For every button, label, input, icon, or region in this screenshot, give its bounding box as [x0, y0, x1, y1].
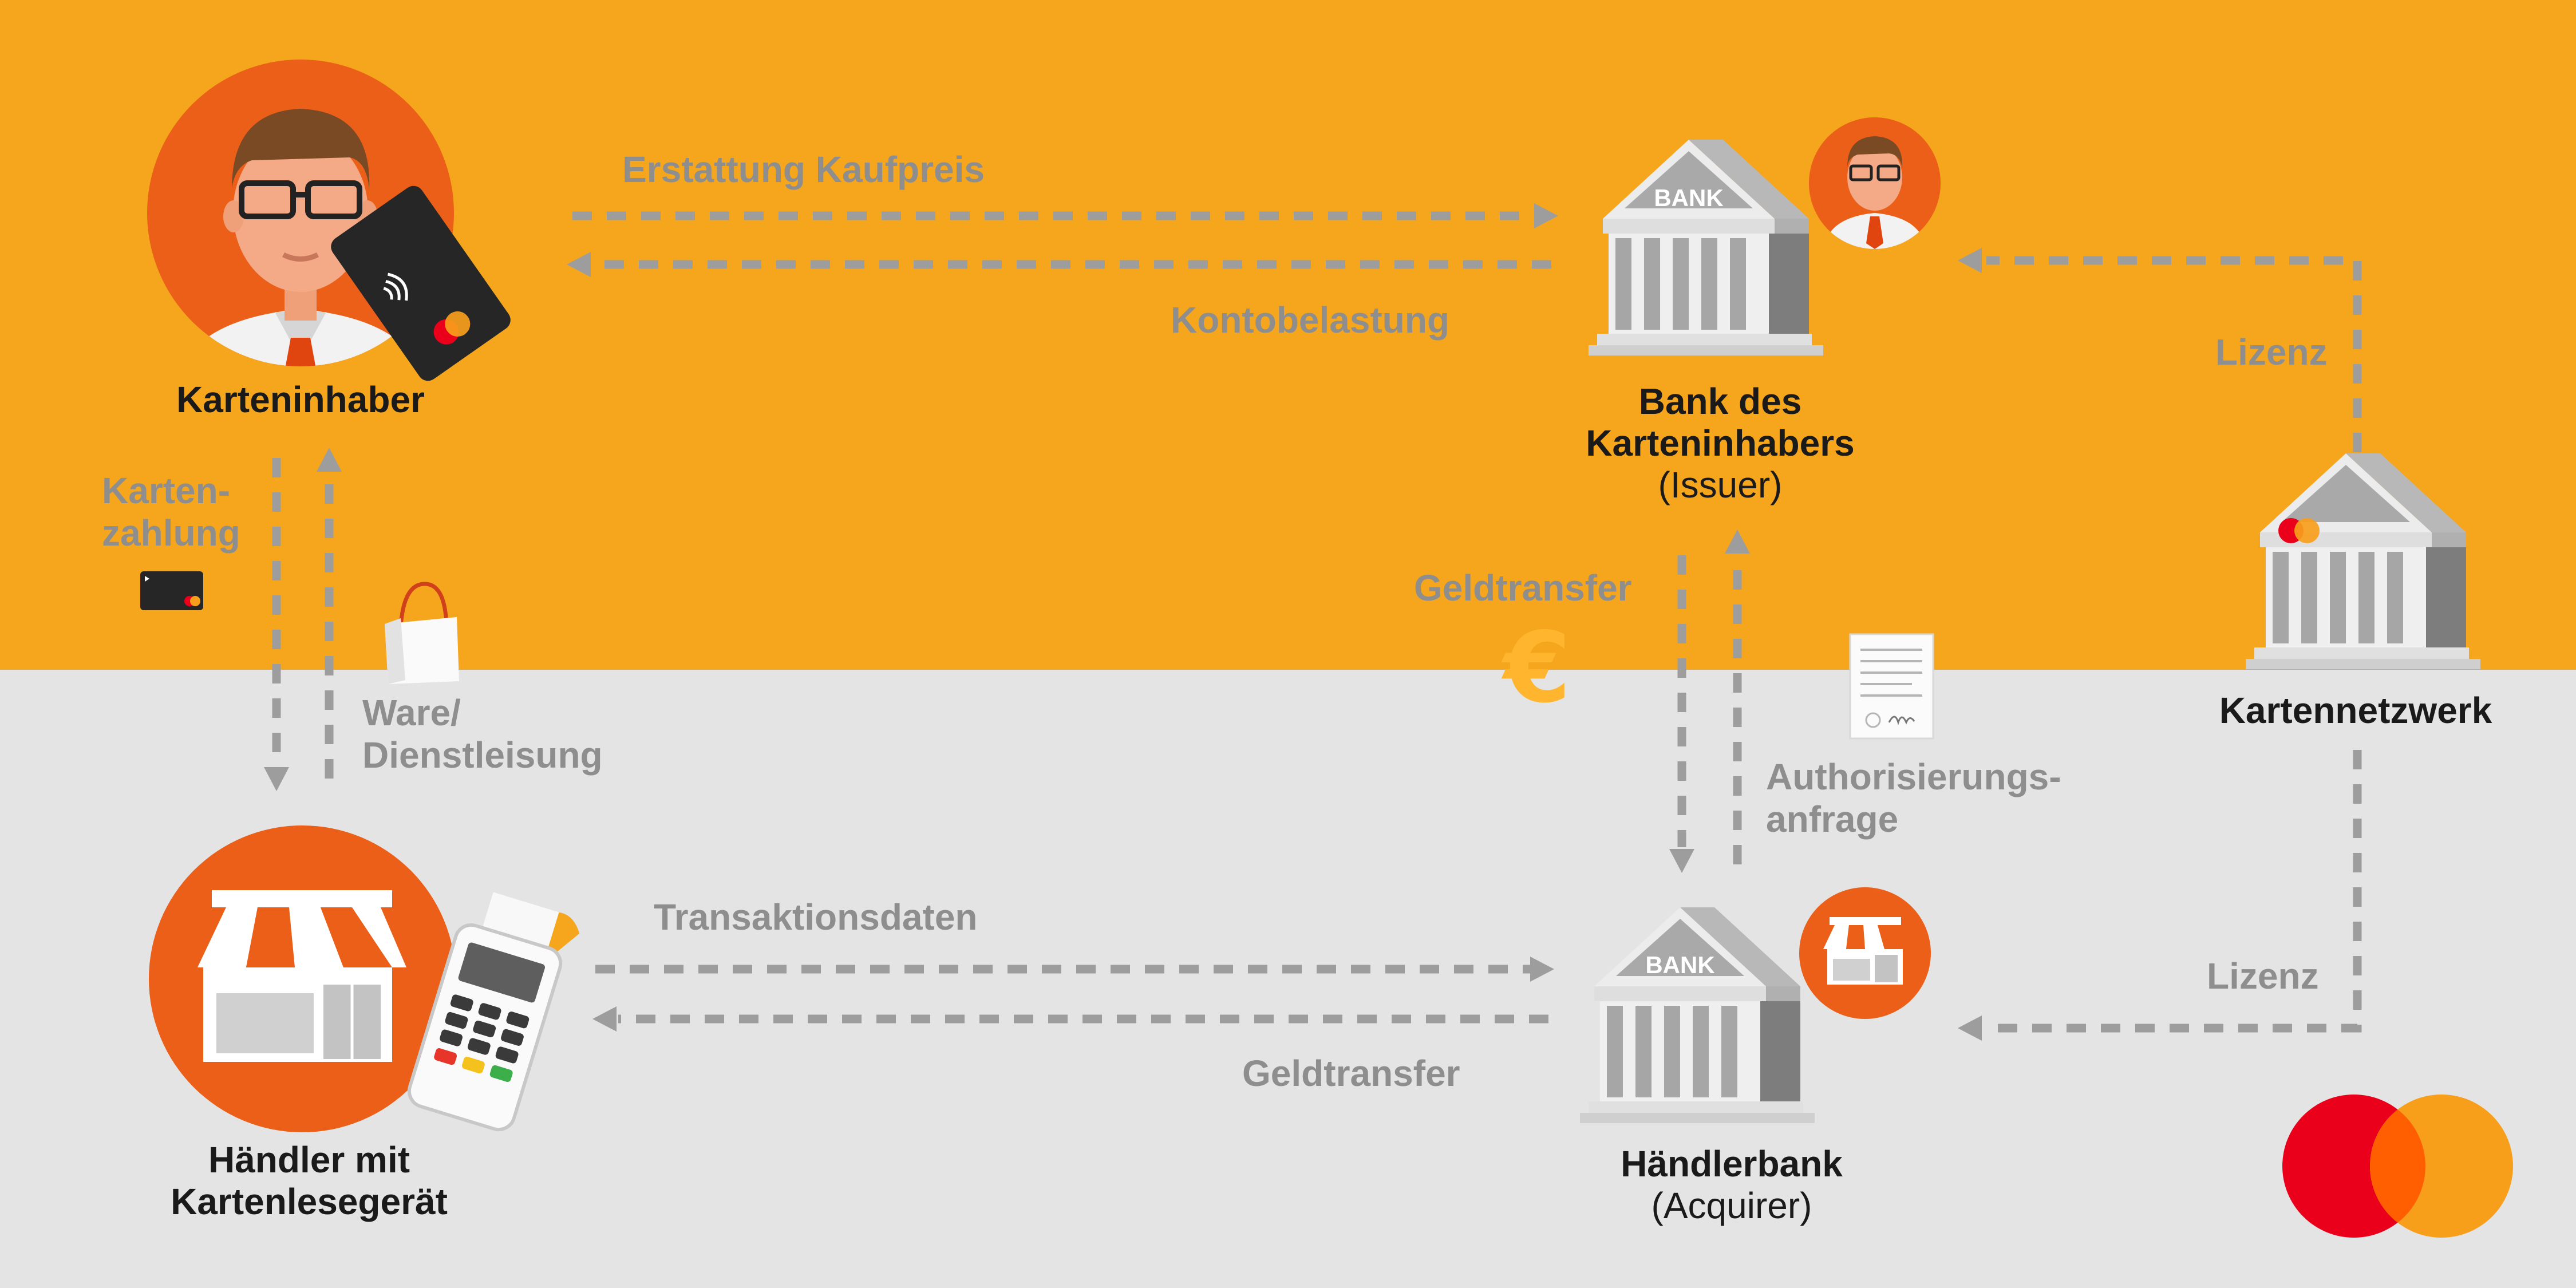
- acquirer-bank-icon: BANK: [1580, 887, 1931, 1123]
- transaction-data-label: Transaktionsdaten: [654, 896, 978, 938]
- goods-label: Ware/ Dienstleisung: [362, 692, 603, 776]
- card-network-bank-icon: [2246, 453, 2480, 669]
- license-top-label: Lizenz: [2215, 331, 2328, 373]
- acquirer-bank-sign: BANK: [1645, 951, 1714, 978]
- shop-with-card-terminal-icon: [149, 825, 580, 1132]
- issuer-bank-icon: BANK: [1589, 117, 1941, 355]
- euro-icon: €: [1501, 611, 1571, 725]
- mastercard-logo: [2282, 1095, 2513, 1238]
- network-label: Kartennetzwerk: [2219, 690, 2492, 731]
- issuer-label: Bank des Karteninhabers (Issuer): [1586, 381, 1855, 505]
- refund-label: Erstattung Kaufpreis: [622, 149, 985, 190]
- acquirer-label: Händlerbank (Acquirer): [1621, 1143, 1843, 1226]
- money-transfer-top-label: Geldtransfer: [1414, 567, 1632, 609]
- license-bottom-label: Lizenz: [2207, 955, 2319, 997]
- cardholder-with-card-icon: [147, 60, 511, 381]
- authorization-document-icon: [1849, 633, 1934, 740]
- card-payment-label: Karten- zahlung: [102, 470, 240, 554]
- authorization-label: Authorisierungs- anfrage: [1766, 756, 2061, 840]
- merchant-label: Händler mit Kartenlesegerät: [171, 1139, 448, 1222]
- cardholder-label: Karteninhaber: [176, 379, 425, 420]
- license-bottom-arrow: [1986, 750, 2362, 1033]
- debit-label: Kontobelastung: [1171, 299, 1450, 341]
- issuer-bank-sign: BANK: [1654, 184, 1723, 211]
- shopping-bag-icon: [385, 582, 459, 684]
- money-transfer-bottom-label: Geldtransfer: [1242, 1053, 1460, 1094]
- card-icon: [140, 571, 203, 610]
